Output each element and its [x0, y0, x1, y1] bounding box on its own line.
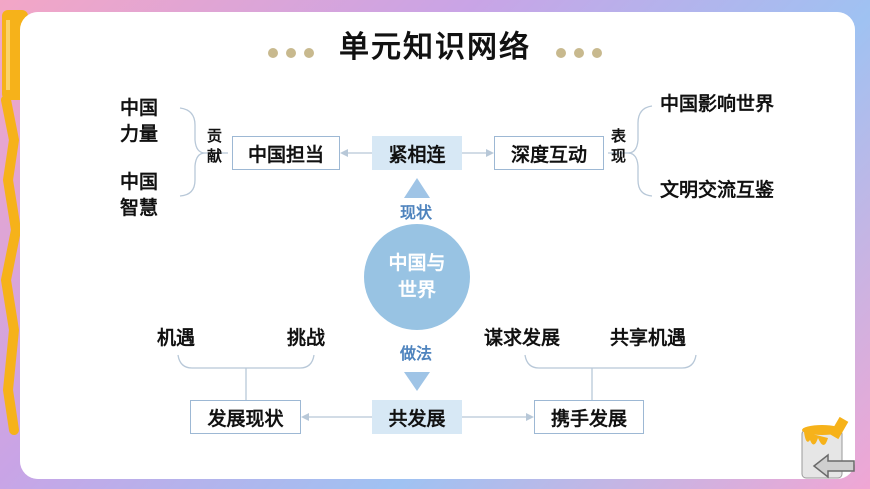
item-share-opportunity: 共享机遇 — [610, 327, 687, 349]
item-challenge: 挑战 — [287, 327, 326, 349]
back-button[interactable] — [812, 452, 856, 480]
item-civilization-exchange: 文明交流互鉴 — [660, 179, 775, 201]
box-deep-interaction: 深度互动 — [494, 136, 604, 170]
item-seek-development: 谋求发展 — [484, 327, 561, 349]
dots-left — [264, 43, 318, 62]
box-common-development: 共发展 — [372, 400, 462, 434]
item-china-wisdom: 中国智慧 — [120, 171, 159, 219]
dots-right — [552, 43, 606, 62]
box-china-responsibility: 中国担当 — [232, 136, 340, 170]
item-china-influence: 中国影响世界 — [660, 93, 775, 115]
box-development-status: 发展现状 — [190, 400, 301, 434]
title-bar: 单元知识网络 — [0, 22, 870, 66]
label-contribution: 贡献 — [207, 127, 223, 166]
center-circle: 中国与世界 — [364, 224, 470, 330]
item-china-strength: 中国力量 — [120, 97, 159, 145]
label-status: 现状 — [400, 203, 433, 222]
box-closely-linked: 紧相连 — [372, 136, 462, 170]
box-joint-development: 携手发展 — [534, 400, 644, 434]
back-arrow-icon — [812, 453, 855, 479]
label-manifestation: 表现 — [611, 127, 627, 166]
label-approach: 做法 — [400, 344, 433, 363]
page-title: 单元知识网络 — [339, 30, 531, 65]
item-opportunity: 机遇 — [157, 327, 196, 349]
